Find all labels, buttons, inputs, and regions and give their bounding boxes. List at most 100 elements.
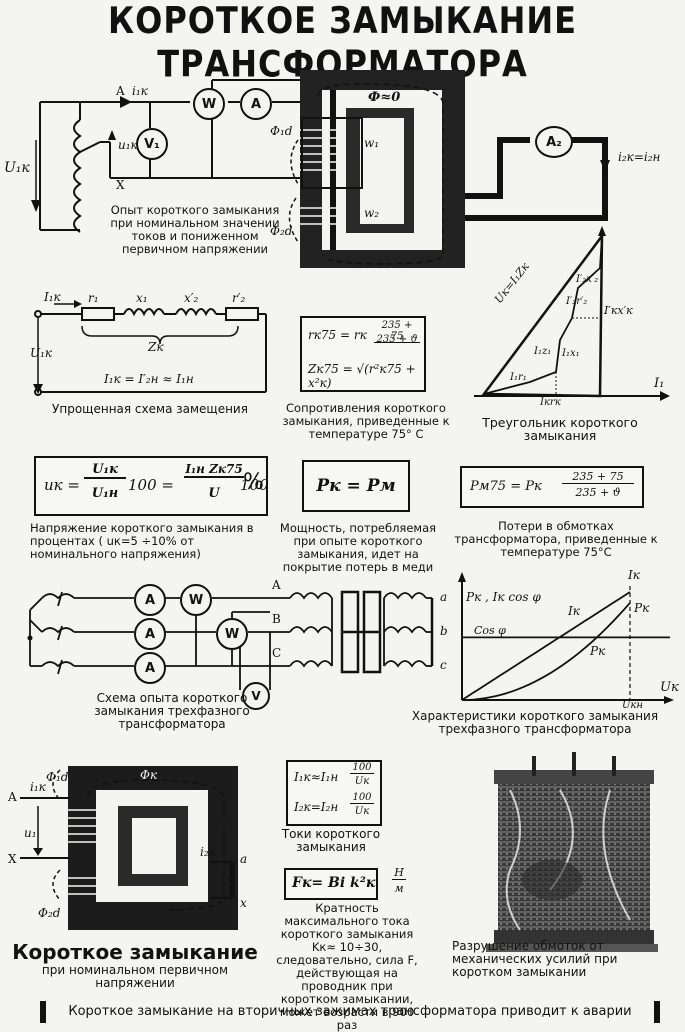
label-w2: w₂	[364, 206, 380, 220]
pm-num: 235 + 75	[562, 470, 634, 484]
uk-den1: U₁н	[91, 486, 119, 501]
top-schematic-wiring	[31, 70, 610, 268]
uk-caption: Напряжение короткого замыкания в процент…	[30, 521, 254, 561]
uk-num2: I₁н Zк75	[184, 462, 244, 478]
tp-label-c: c	[440, 658, 447, 672]
bt-label-phik: Фк	[140, 768, 158, 782]
force-caption: Кратность максимального тока короткого з…	[276, 901, 418, 1032]
bt-label-a: a	[240, 852, 248, 866]
three-phase-wattmeter2-icon: W	[216, 618, 248, 650]
r-line1-den: 235 + ϑ	[376, 334, 418, 345]
label-w1: w₁	[364, 136, 380, 150]
damaged-transformer-photo	[486, 752, 658, 952]
tri-label-ikxk: I′кx′к	[604, 304, 633, 317]
tp-label-B: B	[272, 612, 281, 626]
force-formula-box: Fк= Bi k²к	[284, 868, 378, 900]
force-text: Fк= Bi k²к	[292, 875, 376, 891]
currents-caption: Токи короткого замыкания	[281, 827, 381, 854]
uk-mid: 100 =	[128, 476, 174, 494]
equiv-circuit-caption: Упрощенная схема замещения	[52, 402, 248, 416]
cur-line1-left: I₁к≈I₁н	[294, 770, 339, 784]
bt-caption: при номинальном первичном напряжении	[41, 963, 229, 990]
chart-Ukn: Uкн	[622, 700, 643, 711]
uk-end: 100	[240, 476, 269, 494]
tp-label-b: b	[440, 624, 448, 638]
chart-series-0	[461, 591, 631, 701]
force-unit-num: Н	[392, 866, 406, 880]
chart-Pk-curve: Pк	[590, 644, 606, 658]
label-X: X	[116, 178, 125, 192]
chart-Ik-top: Iк	[628, 568, 640, 582]
eq-label-x2: x′₂	[184, 291, 199, 305]
label-u1k: u₁к	[118, 138, 138, 152]
page-title: КОРОТКОЕ ЗАМЫКАНИЕ ТРАНСФОРМАТОРА	[107, 0, 578, 86]
bt-label-phi1d: Ф₁d	[46, 770, 69, 784]
tri-label-i1z1: I₁z₁	[534, 346, 552, 357]
eq-label-U1k: U₁к	[30, 346, 53, 360]
chart-xlabel: Uк	[660, 680, 679, 695]
bt-label-x: x	[240, 896, 247, 910]
chart-Ik-curve: Iк	[568, 604, 580, 618]
tri-label-i1x1: I₁x₁	[562, 348, 580, 359]
three-phase-wiring	[27, 590, 434, 690]
tri-axis-I1: I₁	[654, 376, 665, 391]
ammeter-icon: A	[240, 88, 272, 120]
three-phase-ammeter-a-icon: A	[134, 584, 166, 616]
three-phase-caption: Схема опыта короткого замыкания трехфазн…	[94, 691, 250, 731]
chart-Pk-top: Pк	[634, 601, 650, 615]
label-U1k: U₁к	[4, 160, 30, 176]
eq-label-Zk: Zк	[148, 340, 164, 354]
eq-label-x1: x₁	[136, 291, 148, 305]
pm-den: 235 + ϑ	[575, 486, 621, 499]
bt-caption-big: Короткое замыкание	[12, 940, 258, 964]
photo-caption: Разрушение обмоток от механических усили…	[452, 939, 618, 979]
cur-line2-left: I₂к=I₂н	[294, 800, 339, 814]
bt-label-i1k: i₁к	[30, 780, 46, 794]
uk-num1: U₁к	[84, 462, 126, 479]
pk-formula-box: Pк = Pм	[302, 460, 410, 512]
tri-label-i1r1: I₁r₁	[510, 372, 527, 383]
pk-text: Pк = Pм	[316, 476, 396, 496]
force-unit-den: м	[394, 882, 404, 895]
bt-label-X: X	[8, 852, 17, 866]
pk-caption: Мощность, потребляемая при опыте коротко…	[279, 521, 437, 574]
label-i1k: i₁к	[132, 84, 148, 98]
uk-left: uк =	[44, 476, 80, 494]
bt-label-A: A	[8, 790, 17, 804]
wattmeter-icon: W	[193, 88, 225, 120]
ammeter2-icon: A₂	[535, 126, 573, 158]
eq-label-r1: r₁	[88, 291, 99, 305]
uk-percent: %	[243, 470, 264, 495]
bt-label-u1: u₁	[24, 826, 37, 840]
three-phase-ammeter-c-icon: A	[134, 652, 166, 684]
characteristics-chart	[458, 572, 674, 704]
voltmeter-icon: V₁	[136, 128, 168, 160]
r-line2: Zк75 = √(r²к75 + x²к)	[308, 362, 416, 390]
footer-note: Короткое замыкание на вторичных зажимах …	[40, 1001, 660, 1023]
cur-line1-num: 100	[350, 762, 374, 774]
label-phi-2d: Ф₂d	[270, 224, 293, 238]
tri-label-i2r2: I′₂r′₂	[566, 296, 588, 307]
label-phi-1d: Ф₁d	[270, 124, 293, 138]
resistance-formula-box: rк75 = rк 235 + 75 235 + ϑ Zк75 = √(r²к7…	[300, 316, 426, 392]
top-schematic-caption: Опыт короткого замыкания при номинальном…	[110, 203, 280, 256]
cur-line2-num: 100	[350, 792, 374, 804]
currents-formula-box: I₁к≈I₁н 100 Uк I₂к=I₂н 100 Uк	[286, 760, 382, 826]
sc-triangle-diagram	[474, 226, 670, 401]
chart-ylabel: Pк , Iк cos φ	[466, 590, 541, 604]
pm-caption: Потери в обмотках трансформатора, привед…	[454, 519, 658, 559]
uk-den2: U	[208, 486, 220, 501]
cur-line1-den: Uк	[354, 776, 370, 787]
three-phase-voltmeter-icon: V	[242, 682, 270, 710]
tp-label-A: A	[272, 578, 281, 592]
three-phase-wattmeter1-icon: W	[180, 584, 212, 616]
eq-label-I1k: I₁к	[44, 290, 61, 304]
bottom-transformer-drawing	[20, 766, 238, 930]
label-A: A	[116, 84, 125, 98]
bt-label-i2k: i₂к	[200, 845, 216, 859]
bt-label-phi2d: Ф₂d	[38, 906, 61, 920]
chart-series-1	[461, 602, 631, 701]
tri-label-ikrk: Iкrк	[540, 397, 561, 408]
pm-left: Pм75 = Pк	[470, 479, 542, 494]
label-i2k: i₂к=i₂н	[618, 150, 661, 164]
